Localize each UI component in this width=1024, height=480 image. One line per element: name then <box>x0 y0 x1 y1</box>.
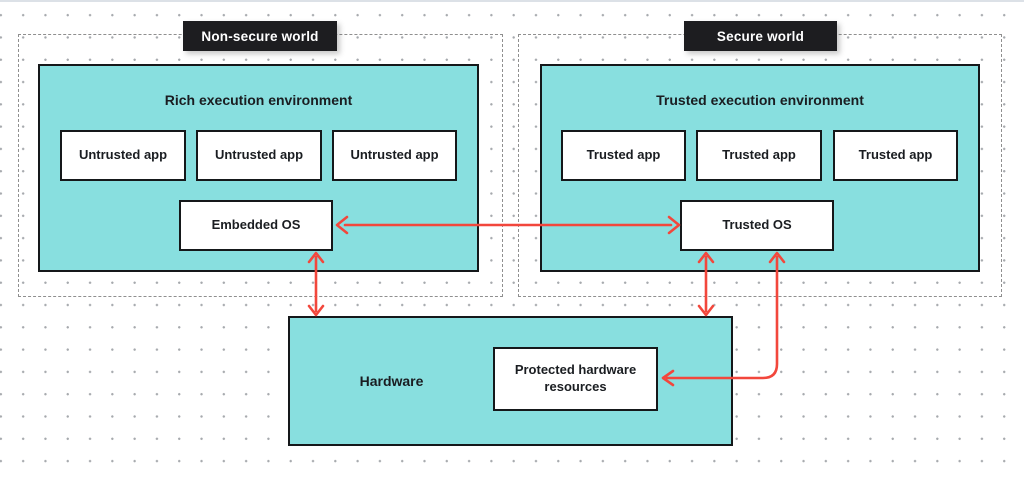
embedded-os-label: Embedded OS <box>211 217 301 233</box>
untrusted-app-label-2: Untrusted app <box>214 147 304 163</box>
rich-execution-environment-title: Rich execution environment <box>164 92 353 108</box>
untrusted-app-box-1: Untrusted app <box>60 130 186 181</box>
non-secure-world-label: Non-secure world <box>183 21 337 51</box>
trusted-app-label-1: Trusted app <box>586 147 661 163</box>
untrusted-app-label-1: Untrusted app <box>78 147 168 163</box>
protected-hardware-resources-label: Protected hardware resources <box>514 362 637 394</box>
trusted-os-label: Trusted OS <box>722 217 792 233</box>
untrusted-app-box-2: Untrusted app <box>196 130 322 181</box>
trusted-app-box-1: Trusted app <box>561 130 686 181</box>
trusted-os-box: Trusted OS <box>680 200 834 251</box>
trusted-execution-environment-box: Trusted execution environment Trusted ap… <box>540 64 980 272</box>
secure-world-label: Secure world <box>684 21 837 51</box>
protected-hardware-resources-box: Protected hardware resources <box>493 347 658 411</box>
trusted-app-label-3: Trusted app <box>858 147 933 163</box>
top-edge-line <box>0 0 1024 2</box>
non-secure-world-label-text: Non-secure world <box>201 28 319 44</box>
secure-world-label-text: Secure world <box>716 28 805 44</box>
untrusted-app-label-3: Untrusted app <box>350 147 439 163</box>
trusted-app-box-3: Trusted app <box>833 130 958 181</box>
rich-execution-environment-box: Rich execution environment Untrusted app… <box>38 64 479 272</box>
embedded-os-box: Embedded OS <box>179 200 333 251</box>
trusted-execution-environment-title: Trusted execution environment <box>656 92 864 108</box>
untrusted-app-box-3: Untrusted app <box>332 130 457 181</box>
hardware-label: Hardware <box>359 373 424 389</box>
trusted-app-label-2: Trusted app <box>722 147 796 163</box>
trusted-app-box-2: Trusted app <box>696 130 822 181</box>
hardware-box: Hardware Protected hardware resources <box>288 316 733 446</box>
